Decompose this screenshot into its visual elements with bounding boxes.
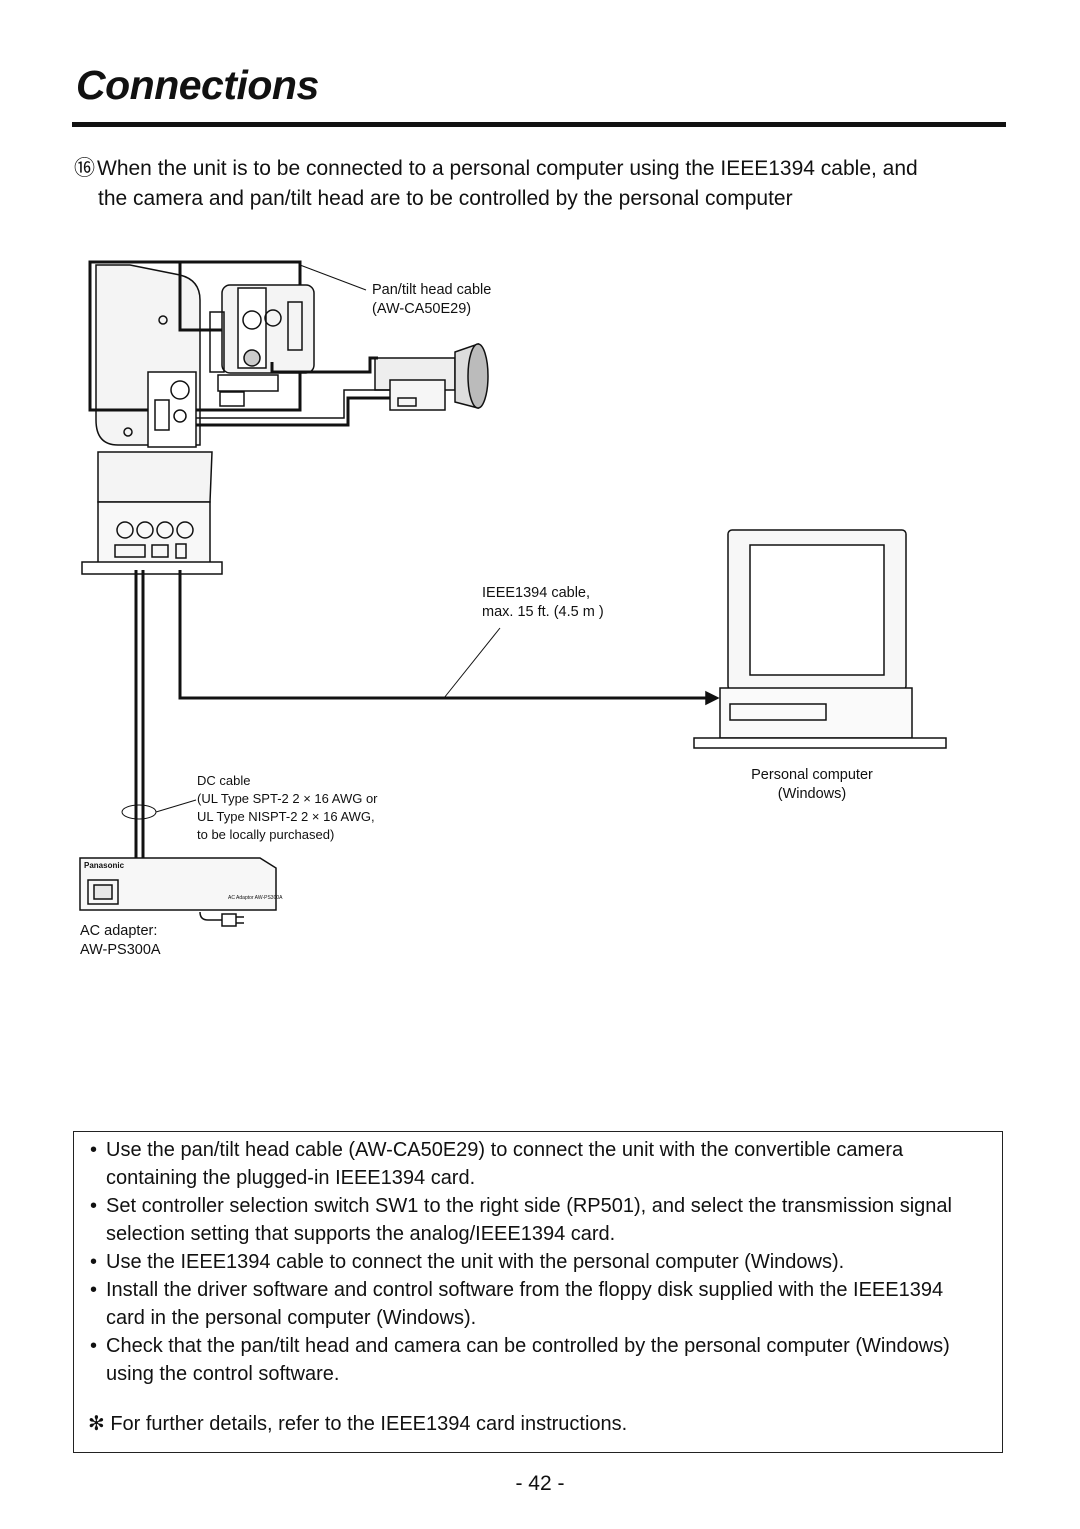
connection-diagram: Pan/tilt head cable (AW-CA50E29) IEEE139… bbox=[0, 240, 1080, 980]
notes-box: Use the pan/tilt head cable (AW-CA50E29)… bbox=[73, 1131, 1003, 1453]
ac-adapter bbox=[79, 857, 277, 927]
dc-cable-label-line3: UL Type NISPT-2 2 × 16 AWG, bbox=[197, 809, 375, 824]
camera-body bbox=[209, 284, 315, 407]
adapter-brand: Panasonic bbox=[84, 861, 125, 870]
pan-tilt-cable-label-line2: (AW-CA50E29) bbox=[372, 301, 472, 317]
step-number: ⑯ bbox=[74, 157, 95, 180]
title-rule bbox=[72, 122, 1006, 127]
footnote: ✻ For further details, refer to the IEEE… bbox=[88, 1413, 628, 1435]
pan-tilt-cable-line bbox=[196, 396, 390, 427]
personal-computer bbox=[693, 529, 947, 749]
ac-adapter-label-line1: AC adapter: bbox=[80, 923, 158, 939]
diagram-drawing bbox=[79, 260, 947, 927]
intro-paragraph: ⑯When the unit is to be connected to a p… bbox=[74, 154, 1014, 214]
intro-line-2: the camera and pan/tilt head are to be c… bbox=[98, 187, 793, 210]
ieee1394-cable-label: IEEE1394 cable, max. 15 ft. (4.5 m ) bbox=[482, 584, 604, 622]
page-title: Connections bbox=[76, 62, 319, 108]
note-item: Check that the pan/tilt head and camera … bbox=[88, 1332, 986, 1388]
adapter-model-text: AC Adaptor AW-PS300A bbox=[228, 895, 283, 901]
note-item: Set controller selection switch SW1 to t… bbox=[88, 1192, 986, 1248]
ac-adapter-label-line2: AW-PS300A bbox=[80, 942, 161, 958]
camera-lens bbox=[374, 342, 489, 411]
note-item: Use the pan/tilt head cable (AW-CA50E29)… bbox=[88, 1136, 986, 1192]
personal-computer-label-line1: Personal computer bbox=[751, 767, 873, 783]
dc-cable-label: DC cable (UL Type SPT-2 2 × 16 AWG or UL… bbox=[197, 772, 378, 844]
intro-line-1: When the unit is to be connected to a pe… bbox=[97, 157, 918, 180]
ieee1394-cable-label-line2: max. 15 ft. (4.5 m ) bbox=[482, 604, 604, 620]
pan-tilt-cable-label-line1: Pan/tilt head cable bbox=[372, 282, 492, 298]
pan-tilt-base bbox=[81, 451, 223, 575]
note-item: Install the driver software and control … bbox=[88, 1276, 986, 1332]
notes-list: Use the pan/tilt head cable (AW-CA50E29)… bbox=[74, 1132, 1002, 1388]
ac-adapter-label: AC adapter: AW-PS300A bbox=[80, 922, 161, 960]
pan-tilt-cable-label: Pan/tilt head cable (AW-CA50E29) bbox=[372, 281, 491, 319]
note-item: Use the IEEE1394 cable to connect the un… bbox=[88, 1248, 986, 1276]
page-number: - 42 - bbox=[515, 1472, 565, 1495]
ieee1394-cable-line bbox=[178, 570, 708, 700]
ieee1394-cable-label-line1: IEEE1394 cable, bbox=[482, 585, 591, 601]
dc-cable-label-line2: (UL Type SPT-2 2 × 16 AWG or bbox=[197, 791, 378, 806]
dc-cable-label-line4: to be locally purchased) bbox=[197, 827, 335, 842]
personal-computer-label-line2: (Windows) bbox=[777, 786, 847, 802]
dc-cable-label-line1: DC cable bbox=[197, 773, 251, 788]
personal-computer-label: Personal computer (Windows) bbox=[736, 766, 888, 804]
